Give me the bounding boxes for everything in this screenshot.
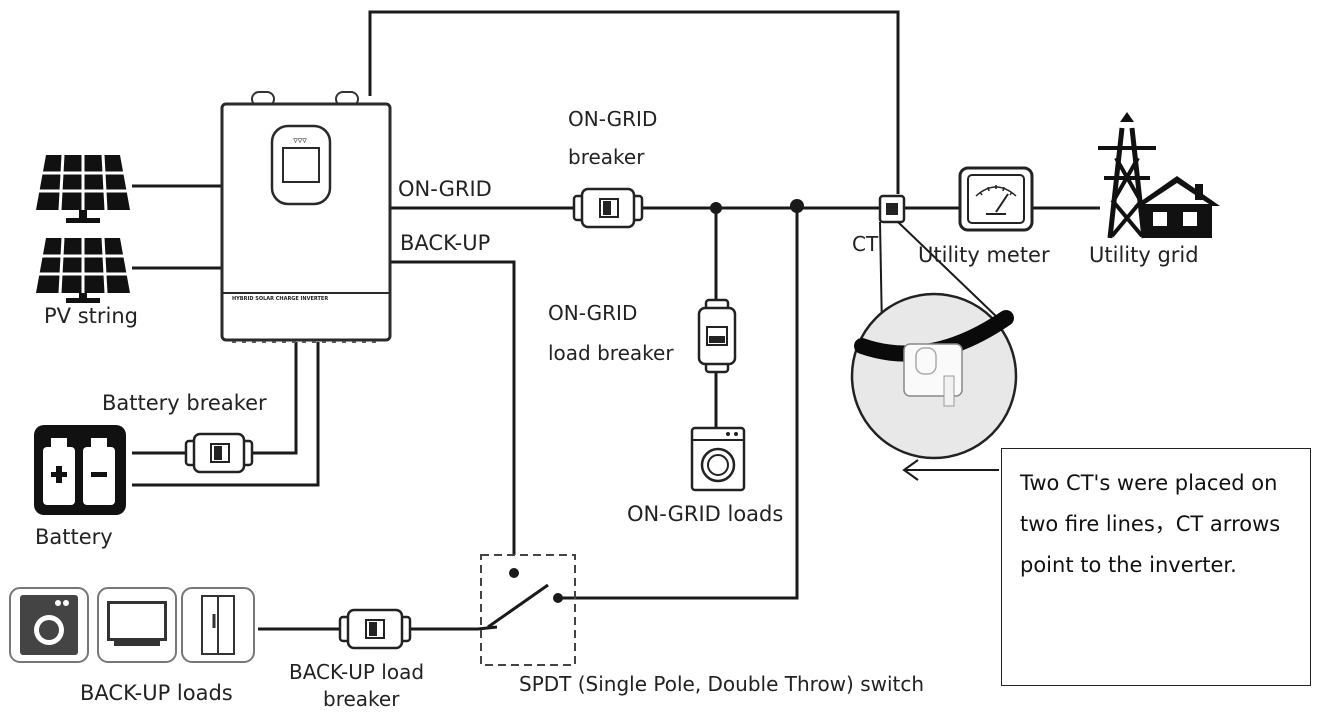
solar-panel-icon [36, 237, 130, 303]
top-wire [368, 10, 900, 194]
back-up-load-breaker-label-line2: breaker [323, 687, 400, 711]
house-icon [1134, 176, 1220, 238]
battery-label: Battery [35, 525, 113, 549]
inverter-screen [282, 147, 320, 183]
on-grid-breaker-label-line1: ON-GRID [568, 107, 657, 131]
battery-wire-lower [132, 342, 320, 487]
wires [132, 10, 1100, 631]
on-grid-label: ON-GRID [398, 177, 492, 201]
spdt-switch [480, 554, 576, 666]
battery-breaker-icon [184, 432, 254, 474]
solar-panel-icon [36, 154, 130, 223]
ct-callout-line-2 [897, 221, 1001, 321]
back-up-load-breaker-icon [338, 608, 412, 650]
on-grid-breaker-label-line2: breaker [568, 145, 645, 169]
ct-zoom-circle [850, 292, 1018, 460]
refrigerator-icon [181, 587, 255, 663]
television-icon [97, 587, 177, 663]
washing-machine-icon [690, 426, 746, 492]
on-grid-load-breaker-icon [697, 298, 737, 374]
battery-breaker-label: Battery breaker [102, 391, 267, 415]
battery-wire-upper-2 [252, 342, 298, 455]
utility-meter-label: Utility meter [918, 243, 1050, 267]
on-grid-load-breaker-label-line2: load breaker [548, 341, 674, 365]
junction-dot-1 [710, 202, 722, 214]
ct-clamp-icon [878, 194, 906, 224]
inverter-panel-text: HYBRID SOLAR CHARGE INVERTER [232, 296, 328, 302]
spdt-switch-label: SPDT (Single Pole, Double Throw) switch [519, 672, 924, 696]
pointer-arrow [902, 459, 999, 481]
spdt-grid-wire [560, 208, 799, 600]
back-up-load-breaker-label-line1: BACK-UP load [289, 660, 424, 684]
back-up-wire [390, 260, 516, 555]
pv-string-label: PV string [44, 304, 138, 328]
battery-icon [34, 425, 126, 515]
on-grid-breaker-icon [572, 187, 644, 229]
washing-machine-icon [9, 587, 89, 663]
back-up-label: BACK-UP [400, 231, 490, 255]
ct-note-text: Two CT's were placed on two fire lines，C… [1020, 471, 1281, 577]
ct-note-box: Two CT's were placed on two fire lines，C… [1001, 448, 1311, 686]
utility-grid-label: Utility grid [1089, 243, 1199, 267]
on-grid-load-breaker-label-line1: ON-GRID [548, 301, 637, 325]
utility-meter-icon [958, 166, 1034, 232]
inverter: ▿▿▿ HYBRID SOLAR CHARGE INVERTER [220, 91, 392, 343]
ct-label: CT [852, 232, 879, 256]
back-up-load-wire-2 [410, 625, 498, 631]
back-up-loads-label: BACK-UP loads [80, 681, 233, 705]
display-indicator: ▿▿▿ [293, 136, 307, 146]
junction-dot-2 [790, 199, 804, 213]
on-grid-loads-label: ON-GRID loads [627, 502, 783, 526]
